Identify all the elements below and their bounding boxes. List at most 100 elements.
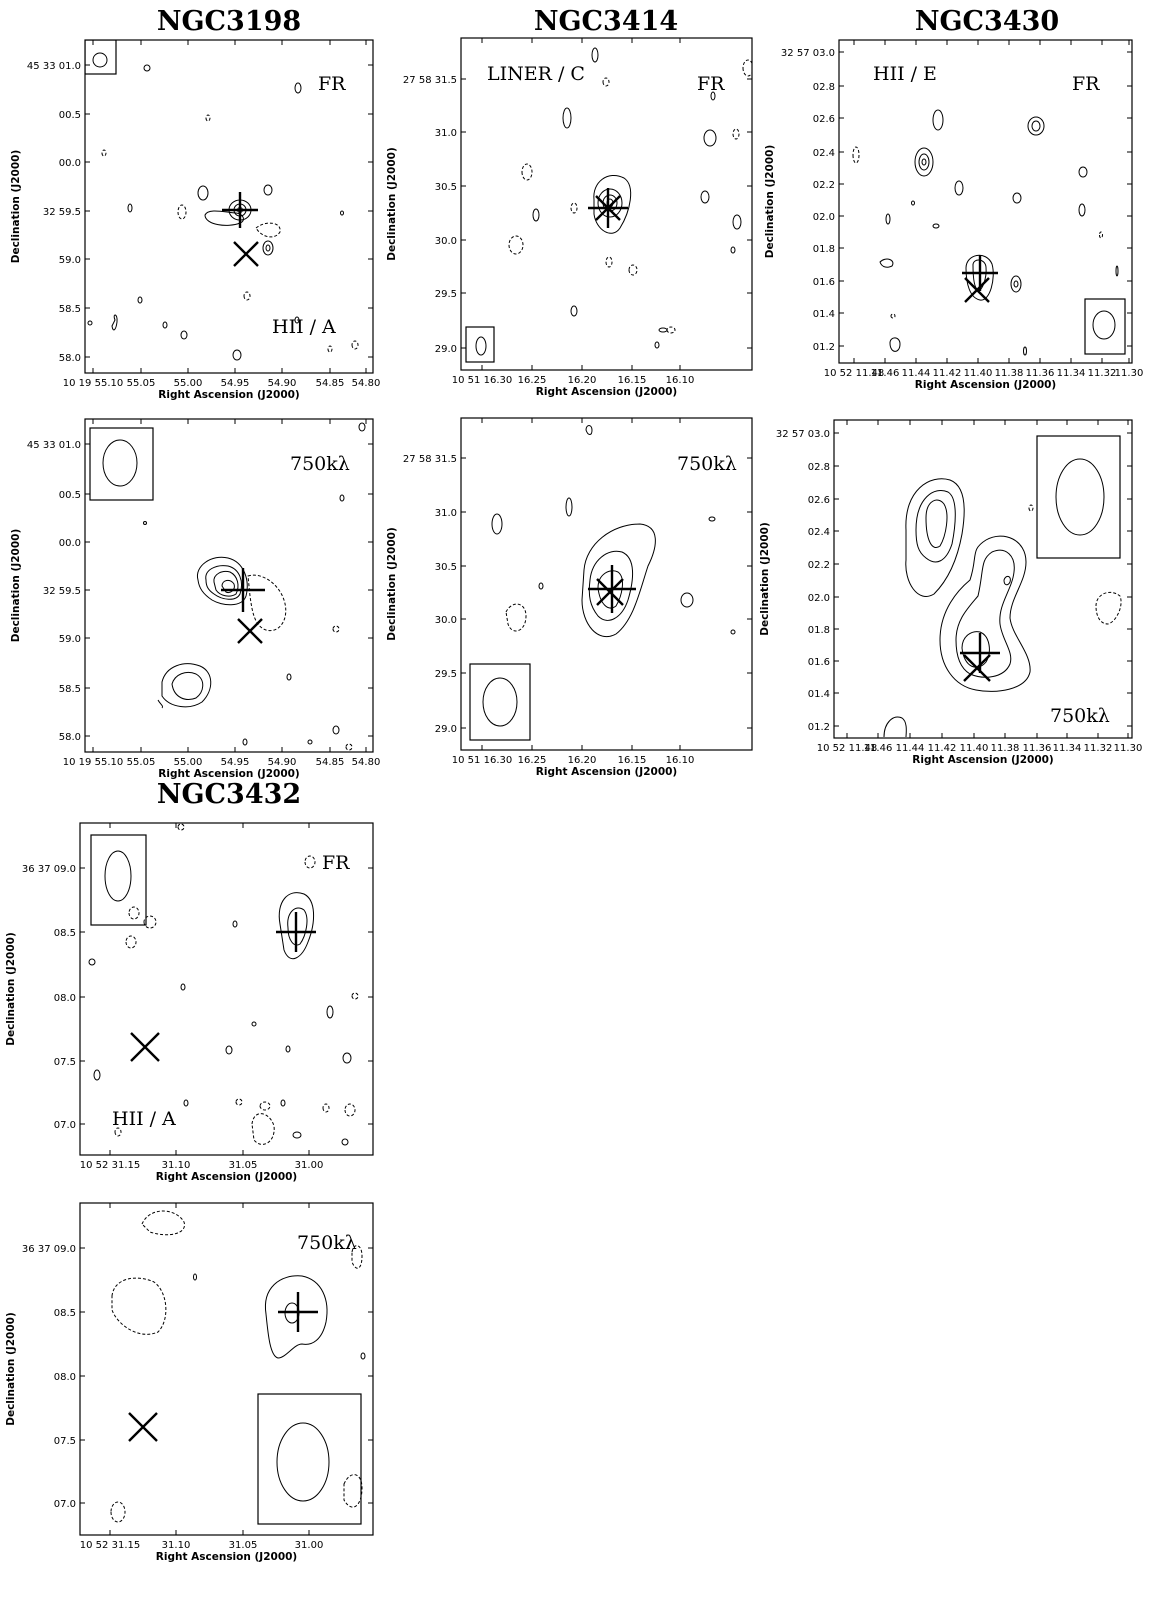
- x-tick-label: 54.85: [316, 757, 345, 768]
- panel-annotation: LINER / C: [487, 63, 585, 85]
- contour-positive: [1115, 265, 1119, 277]
- y-tick-label: 07.0: [54, 1499, 76, 1510]
- contour-positive: [889, 337, 901, 352]
- contour-positive: [925, 499, 948, 548]
- contour-positive: [232, 920, 238, 928]
- contour-positive: [171, 671, 204, 700]
- contour-negative: [251, 1113, 275, 1145]
- x-tick-label: 16.20: [568, 755, 597, 766]
- y-tick-label: 32 59.5: [43, 207, 81, 218]
- contour-negative: [852, 146, 860, 164]
- y-tick-label: 36 37 09.0: [22, 1244, 76, 1255]
- y-tick-label: 01.4: [813, 309, 835, 320]
- y-tick-label: 00.0: [59, 158, 81, 169]
- plot-area: [852, 109, 1126, 356]
- radio-peak-cross-marker: [221, 568, 265, 612]
- contour-positive: [204, 210, 244, 226]
- contour-positive: [358, 422, 366, 432]
- panel-annotation: HII / A: [112, 1108, 176, 1130]
- y-tick-label: 02.0: [808, 593, 830, 604]
- radio-peak-cross-marker: [278, 1292, 318, 1332]
- contour-positive: [339, 210, 345, 216]
- y-tick-label: 01.6: [813, 277, 835, 288]
- x-tick-label: 11.44: [902, 368, 931, 379]
- contour-positive: [225, 1045, 233, 1055]
- radio-peak-cross-marker: [962, 255, 998, 291]
- contour-negative: [602, 77, 610, 87]
- contour-positive: [1010, 275, 1022, 293]
- contour-negative: [732, 128, 740, 140]
- contour-positive: [570, 305, 578, 317]
- beam-box: [90, 834, 147, 926]
- y-tick-label: 30.5: [435, 182, 457, 193]
- contour-positive: [111, 314, 118, 331]
- contour-positive: [232, 349, 242, 361]
- x-tick-label: 54.95: [221, 757, 250, 768]
- contour-positive: [280, 1099, 286, 1107]
- y-tick-label: 01.2: [808, 722, 830, 733]
- x-tick-label: 10 19 55.10: [63, 757, 123, 768]
- contour-positive: [183, 1099, 189, 1107]
- contour-positive: [1022, 346, 1028, 356]
- contour-positive: [180, 983, 186, 991]
- panel-annotation: HII / A: [272, 316, 336, 338]
- x-tick-label: 31.10: [162, 1540, 191, 1551]
- x-axis-label: Right Ascension (J2000): [915, 379, 1056, 391]
- x-tick-label: 11.40: [960, 743, 989, 754]
- contour-negative: [351, 340, 359, 350]
- contour-positive: [879, 258, 894, 268]
- contour-positive: [1031, 120, 1041, 132]
- y-tick-label: 59.0: [59, 634, 81, 645]
- x-tick-label: 31.00: [295, 1540, 324, 1551]
- plot-area: [88, 823, 359, 1146]
- contour-positive: [883, 716, 907, 738]
- x-tick-label: 11.42: [933, 368, 962, 379]
- contour-positive: [262, 240, 274, 256]
- plot-area: [883, 435, 1122, 738]
- x-axis-label: Right Ascension (J2000): [156, 1171, 297, 1183]
- y-tick-label: 29.0: [435, 724, 457, 735]
- x-tick-label: 54.95: [221, 378, 250, 389]
- x-tick-label: 11.38: [995, 368, 1024, 379]
- x-tick-label: 31.10: [162, 1160, 191, 1171]
- panel-annotation: HII / E: [873, 63, 937, 85]
- panel-title: NGC3414: [534, 6, 678, 37]
- optical-nucleus-x-marker: [964, 277, 990, 303]
- contour-positive: [965, 254, 994, 301]
- y-axis-label: Declination (J2000): [764, 145, 776, 259]
- y-tick-label: 02.0: [813, 212, 835, 223]
- y-tick-label: 29.0: [435, 344, 457, 355]
- x-tick-label: 16.15: [618, 375, 647, 386]
- contour-negative: [351, 992, 359, 1000]
- plot-frame: [833, 419, 1133, 739]
- y-tick-label: 01.8: [808, 625, 830, 636]
- contour-positive: [242, 738, 248, 746]
- y-tick-label: 32 57 03.0: [781, 48, 835, 59]
- contour-negative: [508, 235, 524, 255]
- contour-positive: [326, 1005, 334, 1019]
- y-tick-label: 08.0: [54, 993, 76, 1004]
- contour-negative: [110, 1501, 126, 1523]
- contour-negative: [742, 59, 752, 77]
- contour-positive: [914, 147, 934, 177]
- contour-negative: [327, 345, 333, 353]
- contour-negative: [521, 163, 533, 181]
- x-axis-label: Right Ascension (J2000): [536, 386, 677, 398]
- y-tick-label: 01.2: [813, 342, 835, 353]
- beam-ellipse: [104, 850, 132, 902]
- contour-positive: [263, 184, 273, 196]
- contour-positive: [954, 180, 964, 196]
- y-axis-label: Declination (J2000): [759, 522, 771, 636]
- y-tick-label: 02.8: [813, 82, 835, 93]
- contour-positive: [538, 582, 544, 590]
- panel-annotation: FR: [1072, 73, 1100, 95]
- contour-positive: [264, 1275, 328, 1359]
- contour-positive: [339, 494, 345, 502]
- x-axis-label: Right Ascension (J2000): [158, 768, 299, 780]
- y-tick-label: 30.5: [435, 562, 457, 573]
- y-axis-label: Declination (J2000): [5, 932, 17, 1046]
- contour-positive: [910, 200, 916, 206]
